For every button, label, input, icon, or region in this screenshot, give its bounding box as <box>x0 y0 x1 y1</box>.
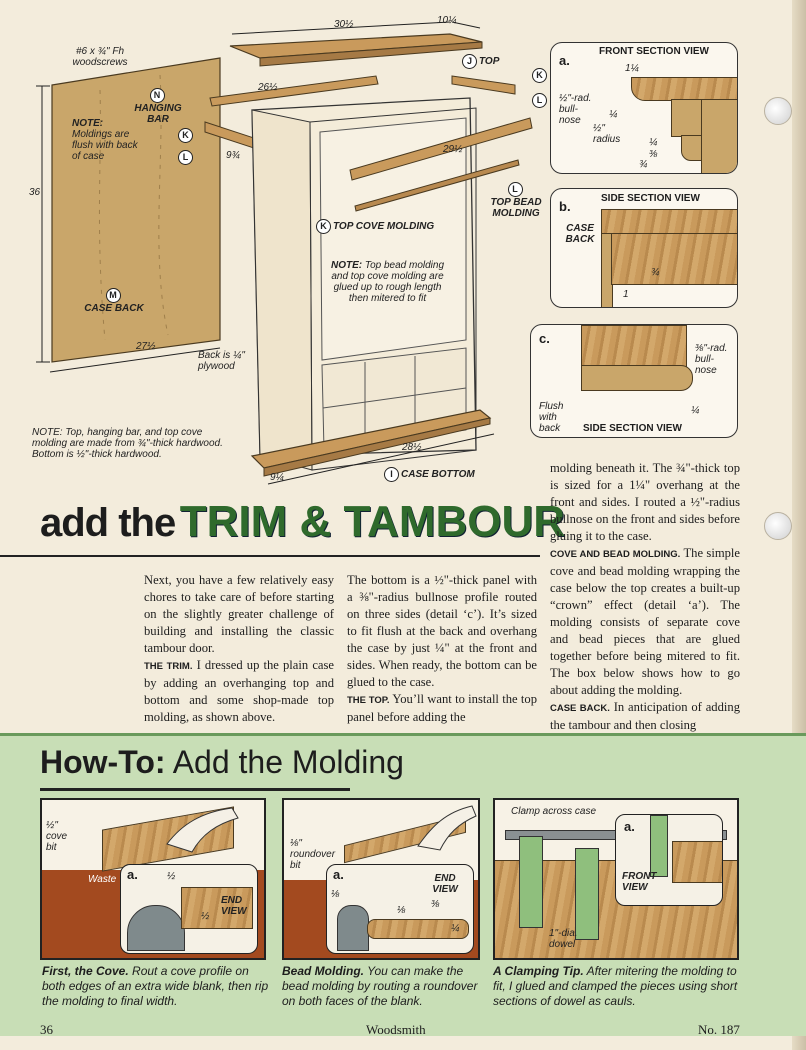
caption-bead: Bead Molding. You can make the bead mold… <box>282 964 478 1008</box>
text-column-3: molding beneath it. The ¾"-thick top is … <box>550 461 741 732</box>
note-bead: NOTE: Top bead molding and top cove mold… <box>330 260 445 304</box>
howto-box: How-To: Add the Molding ½" cove bit Wast… <box>0 733 806 1036</box>
dim-top-width: 30½ <box>334 19 354 30</box>
back-note: Back is ¼" plywood <box>198 350 245 372</box>
cove-profile <box>671 99 703 137</box>
clamp-jaw-icon <box>519 836 543 928</box>
text-column-1: Next, you have a few relatively easy cho… <box>144 573 334 724</box>
hand-icon <box>166 807 239 853</box>
detail-c-side-section: c. ⅜"-rad. bull- nose Flush with back ¼ … <box>530 324 738 438</box>
panel1-inset: a. ½ ½ END VIEW <box>120 864 258 954</box>
binder-hole-icon <box>764 97 792 125</box>
text-column-2: The bottom is a ½"-thick panel with a ⅜"… <box>347 573 537 724</box>
bead-profile <box>681 135 703 161</box>
detail-a-front-section: a. FRONT SECTION VIEW 1¼ ½"-rad. bull- n… <box>550 42 738 174</box>
router-bit-icon <box>127 905 185 951</box>
part-letter-j: J <box>462 54 477 69</box>
caption-cove: First, the Cove. Rout a cove profile on … <box>42 964 269 1008</box>
part-k-left: K <box>178 128 195 143</box>
issue-number: No. 187 <box>698 1022 740 1037</box>
top-profile <box>631 77 737 101</box>
part-k-right: K <box>532 68 549 83</box>
dim-hanging-bar: 26½ <box>258 82 278 93</box>
caption-clamp: A Clamping Tip. After mitering the moldi… <box>493 964 738 1008</box>
detail-b-side-section: b. SIDE SECTION VIEW CASE BACK ¾ 1 <box>550 188 738 308</box>
heading-small: add the <box>40 501 176 545</box>
binder-hole-icon <box>764 512 792 540</box>
dim-bottom-depth: 9¼ <box>270 472 284 483</box>
note-moldings: NOTE:Moldings are flush with back of cas… <box>72 118 138 162</box>
howto-rule <box>40 788 350 791</box>
page-number: 36 <box>40 1022 53 1037</box>
magazine-name: Woodsmith <box>366 1022 426 1037</box>
part-letter-n: N <box>149 88 165 103</box>
dim-side: 9¾ <box>226 150 240 161</box>
panel3-inset: a. FRONT VIEW <box>615 814 723 906</box>
part-l-left: L <box>178 150 195 165</box>
hanging-bar <box>209 75 379 107</box>
dim-height: 36 <box>29 187 41 198</box>
dim-cove: 29½ <box>443 144 463 155</box>
heading-big: TRIM & TAMBOUR <box>179 497 566 546</box>
case-side <box>701 99 737 173</box>
router-bit-icon <box>337 905 369 951</box>
panel2-inset: a. ⅛ ⅛ ⅜ ¼ END VIEW <box>326 864 474 954</box>
clamp-jaw-icon <box>575 848 599 940</box>
article-heading: add the TRIM & TAMBOUR <box>40 497 565 547</box>
part-l-right: L <box>532 93 549 108</box>
dim-back-width: 27½ <box>136 341 156 352</box>
panel-clamp: Clamp across case 1"-dia. dowel a. FRONT… <box>493 798 739 960</box>
panel-cove: ½" cove bit Waste a. ½ ½ END VIEW <box>40 798 266 960</box>
heading-rule <box>0 555 540 557</box>
dim-bottom-width: 28½ <box>402 442 422 453</box>
top-cove-molding <box>349 117 533 181</box>
panel-bead: ⅛" roundover bit a. ⅛ ⅛ ⅜ ¼ END VIEW <box>282 798 480 960</box>
top-bead-molding <box>354 159 520 212</box>
note-bottom: NOTE: Top, hanging bar, and top cove mol… <box>32 427 223 460</box>
screws-label: #6 x ¾" Fh woodscrews <box>72 46 128 68</box>
dim-top-depth: 10¼ <box>437 15 457 26</box>
howto-title: How-To: Add the Molding <box>40 744 404 780</box>
hand-icon <box>417 805 477 851</box>
exploded-diagram <box>36 21 533 485</box>
